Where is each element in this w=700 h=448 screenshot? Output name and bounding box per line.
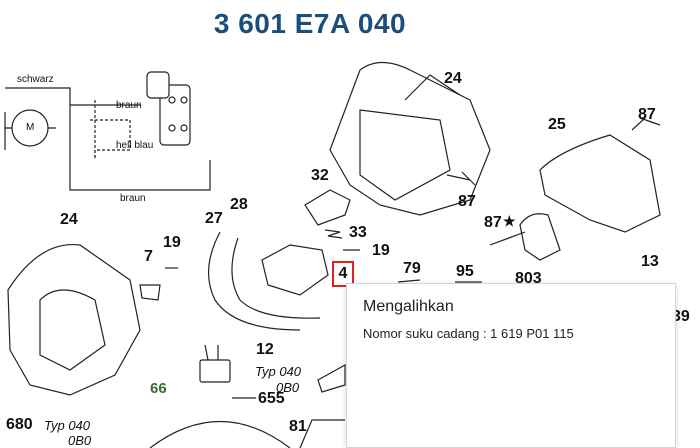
part-label-66[interactable]: 66 xyxy=(150,380,167,397)
part-label-655[interactable]: 655 xyxy=(258,390,285,407)
part-label-87-star[interactable]: 87 xyxy=(484,214,502,231)
wire-label-brown-bottom: braun xyxy=(120,193,146,204)
part-label-12[interactable]: 12 xyxy=(256,341,274,358)
upper-housing-drawing xyxy=(329,61,491,216)
part-label-680[interactable]: 680 xyxy=(6,416,33,433)
part-label-79[interactable]: 79 xyxy=(403,260,421,277)
part-label-95[interactable]: 95 xyxy=(456,263,474,280)
part-label-39-partial[interactable]: 39 xyxy=(672,308,690,325)
part-label-19-left[interactable]: 19 xyxy=(163,234,181,251)
motor-label: M xyxy=(26,122,35,133)
part-label-13[interactable]: 13 xyxy=(641,253,659,270)
star-marker: ★ xyxy=(503,213,516,229)
part-label-81[interactable]: 81 xyxy=(289,418,307,435)
part-label-25[interactable]: 25 xyxy=(548,116,566,133)
part-label-27[interactable]: 27 xyxy=(205,210,223,227)
left-housing-drawing xyxy=(7,243,141,396)
part-label-803[interactable]: 803 xyxy=(515,270,542,287)
part-label-28[interactable]: 28 xyxy=(230,196,248,213)
typ-label-right-code: 0B0 xyxy=(276,380,300,395)
wire-label-black: schwarz xyxy=(17,74,54,85)
part-label-4-highlighted[interactable]: 4 xyxy=(332,261,354,287)
part-label-19-right[interactable]: 19 xyxy=(372,242,390,259)
part-tooltip: Mengalihkan Nomor suku cadang : 1 619 P0… xyxy=(346,283,676,448)
capacitor-drawing xyxy=(199,359,231,383)
switch-drawing xyxy=(261,244,329,296)
wire-black-path xyxy=(5,87,211,191)
part-label-33[interactable]: 33 xyxy=(349,224,367,241)
handle-cover-drawing xyxy=(539,134,661,233)
typ-label-left: Typ 040 xyxy=(44,418,91,433)
part-label-7[interactable]: 7 xyxy=(144,248,153,265)
part-label-24-left[interactable]: 24 xyxy=(60,211,78,228)
switch-symbol xyxy=(159,84,191,146)
typ-label-left-code: 0B0 xyxy=(68,433,92,448)
cable-28-drawing xyxy=(231,237,321,319)
wire-label-light-blue: hell blau xyxy=(116,140,154,151)
part-label-24-top[interactable]: 24 xyxy=(444,70,462,87)
tooltip-part-number: Nomor suku cadang : 1 619 P01 115 xyxy=(363,326,574,341)
tooltip-title: Mengalihkan xyxy=(363,298,454,315)
part-label-32[interactable]: 32 xyxy=(311,167,329,184)
typ-label-right: Typ 040 xyxy=(255,364,302,379)
switch-actuator-drawing xyxy=(304,189,351,226)
wire-label-brown-top: braun xyxy=(116,100,142,111)
part-label-87-center[interactable]: 87 xyxy=(458,193,476,210)
wire-blue-path xyxy=(90,119,131,160)
wire-brown-top-path xyxy=(4,104,140,150)
part-label-87-top-right[interactable]: 87 xyxy=(638,106,656,123)
cable-27-drawing xyxy=(207,231,301,331)
page-title: 3 601 E7A 040 xyxy=(213,8,407,39)
